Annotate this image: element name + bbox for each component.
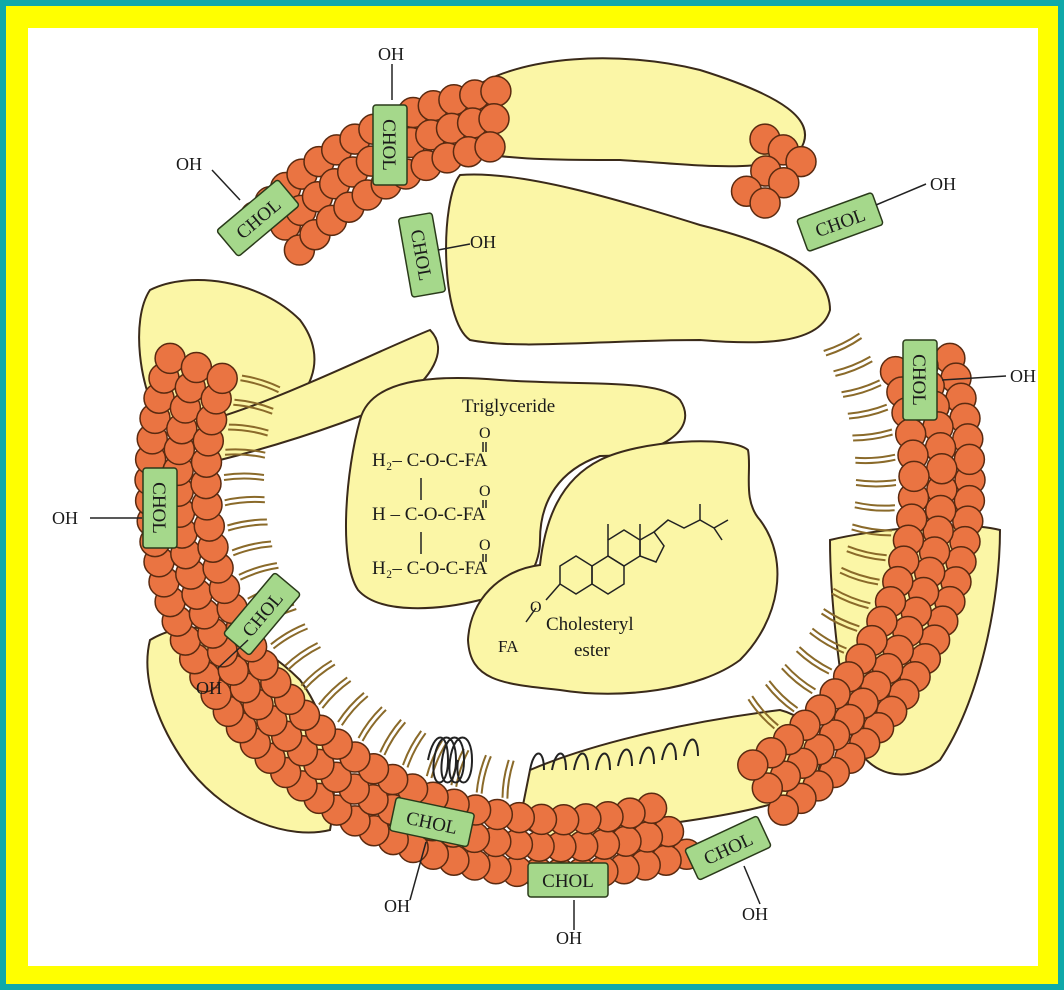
- phospholipid-head: [738, 750, 768, 780]
- cholesterol-box-4: CHOL: [797, 192, 884, 251]
- cholesterol-box-1: CHOL: [373, 105, 407, 185]
- cholesterol-label: CHOL: [908, 354, 929, 406]
- hydroxyl-label: OH: [556, 928, 582, 948]
- triglyceride-row-3: H₂– C-O-C-FA: [372, 558, 488, 579]
- cholesterol-box-5: CHOL: [903, 340, 937, 420]
- triglyceride-row-2: H – C-O-C-FA: [372, 504, 486, 525]
- hydroxyl-label: OH: [52, 508, 78, 528]
- fatty-acid-tail: [856, 480, 896, 482]
- phospholipid-head: [207, 363, 237, 393]
- phospholipid-head: [479, 104, 509, 134]
- hydroxyl-label: OH: [384, 896, 410, 916]
- carbonyl-o-1: O: [479, 425, 491, 442]
- hydroxyl-label: OH: [930, 174, 956, 194]
- triglyceride-title: Triglyceride: [462, 396, 555, 417]
- phospholipid-head: [750, 188, 780, 218]
- phospholipid-head: [927, 454, 957, 484]
- cholesterol-box-6: CHOL: [143, 468, 177, 548]
- fatty-acid-tail: [403, 731, 421, 765]
- apolipoprotein-helix: [428, 738, 472, 783]
- ester-fa-label: FA: [498, 637, 519, 656]
- cholesterol-label: CHOL: [148, 482, 169, 534]
- fatty-acid-tail: [380, 720, 401, 753]
- fatty-acid-tail: [855, 502, 895, 505]
- phospholipid-head: [899, 461, 929, 491]
- carbonyl-o-2: O: [479, 483, 491, 500]
- fatty-acid-tail: [855, 507, 895, 510]
- fatty-acid-tail: [338, 693, 364, 722]
- phospholipid-head: [954, 444, 984, 474]
- hydroxyl-bond: [212, 170, 240, 200]
- hydroxyl-label: OH: [378, 44, 404, 64]
- cholesterol-label: CHOL: [378, 119, 399, 171]
- fatty-acid-tail: [852, 430, 892, 436]
- hydroxyl-label: OH: [470, 232, 496, 252]
- triglyceride-row-1: H₂– C-O-C-FA: [372, 450, 488, 471]
- fatty-acid-tail: [359, 707, 383, 738]
- phospholipid-head: [155, 343, 185, 373]
- fatty-acid-tail: [834, 357, 871, 372]
- hydroxyl-bond: [744, 866, 760, 904]
- cholesterol-box-3: CHOL: [398, 213, 445, 298]
- hydroxyl-bond: [876, 184, 926, 205]
- fatty-acid-tail: [856, 485, 896, 487]
- fatty-acid-tail: [224, 479, 264, 481]
- hydroxyl-label: OH: [196, 678, 222, 698]
- hydroxyl-label: OH: [742, 904, 768, 924]
- fatty-acid-tail: [826, 338, 862, 355]
- fatty-acid-tail: [766, 685, 794, 712]
- carbonyl-o-3: O: [479, 537, 491, 554]
- cholesterol-label: CHOL: [542, 871, 594, 892]
- fatty-acid-tail: [842, 380, 880, 392]
- fatty-acid-tail: [301, 661, 331, 686]
- fatty-acid-tail: [797, 651, 829, 674]
- fatty-acid-tail: [855, 455, 895, 458]
- fatty-acid-tail: [285, 643, 317, 666]
- cholesterol-box-10: CHOL: [685, 816, 772, 881]
- fatty-acid-tail: [271, 624, 305, 644]
- phospholipid-head: [475, 132, 505, 162]
- phospholipid-head: [481, 76, 511, 106]
- cholesteryl-ester-subtitle: ester: [574, 640, 611, 661]
- fatty-acid-tail: [228, 525, 268, 531]
- fatty-acid-tail: [225, 497, 265, 500]
- cholesteryl-ester-title: Cholesteryl: [546, 614, 634, 635]
- fatty-acid-tail: [225, 502, 265, 505]
- fatty-acid-tail: [507, 761, 513, 799]
- hydroxyl-label: OH: [176, 154, 202, 174]
- fatty-acid-tail: [224, 474, 264, 476]
- ester-oxygen: O: [530, 599, 542, 616]
- fatty-acid-tail: [319, 677, 347, 704]
- fatty-acid-tail: [782, 668, 812, 693]
- hydroxyl-label: OH: [1010, 366, 1036, 386]
- cholesterol-box-9: CHOL: [528, 863, 608, 897]
- fatty-acid-tail: [856, 460, 896, 463]
- fatty-acid-tail: [852, 525, 892, 531]
